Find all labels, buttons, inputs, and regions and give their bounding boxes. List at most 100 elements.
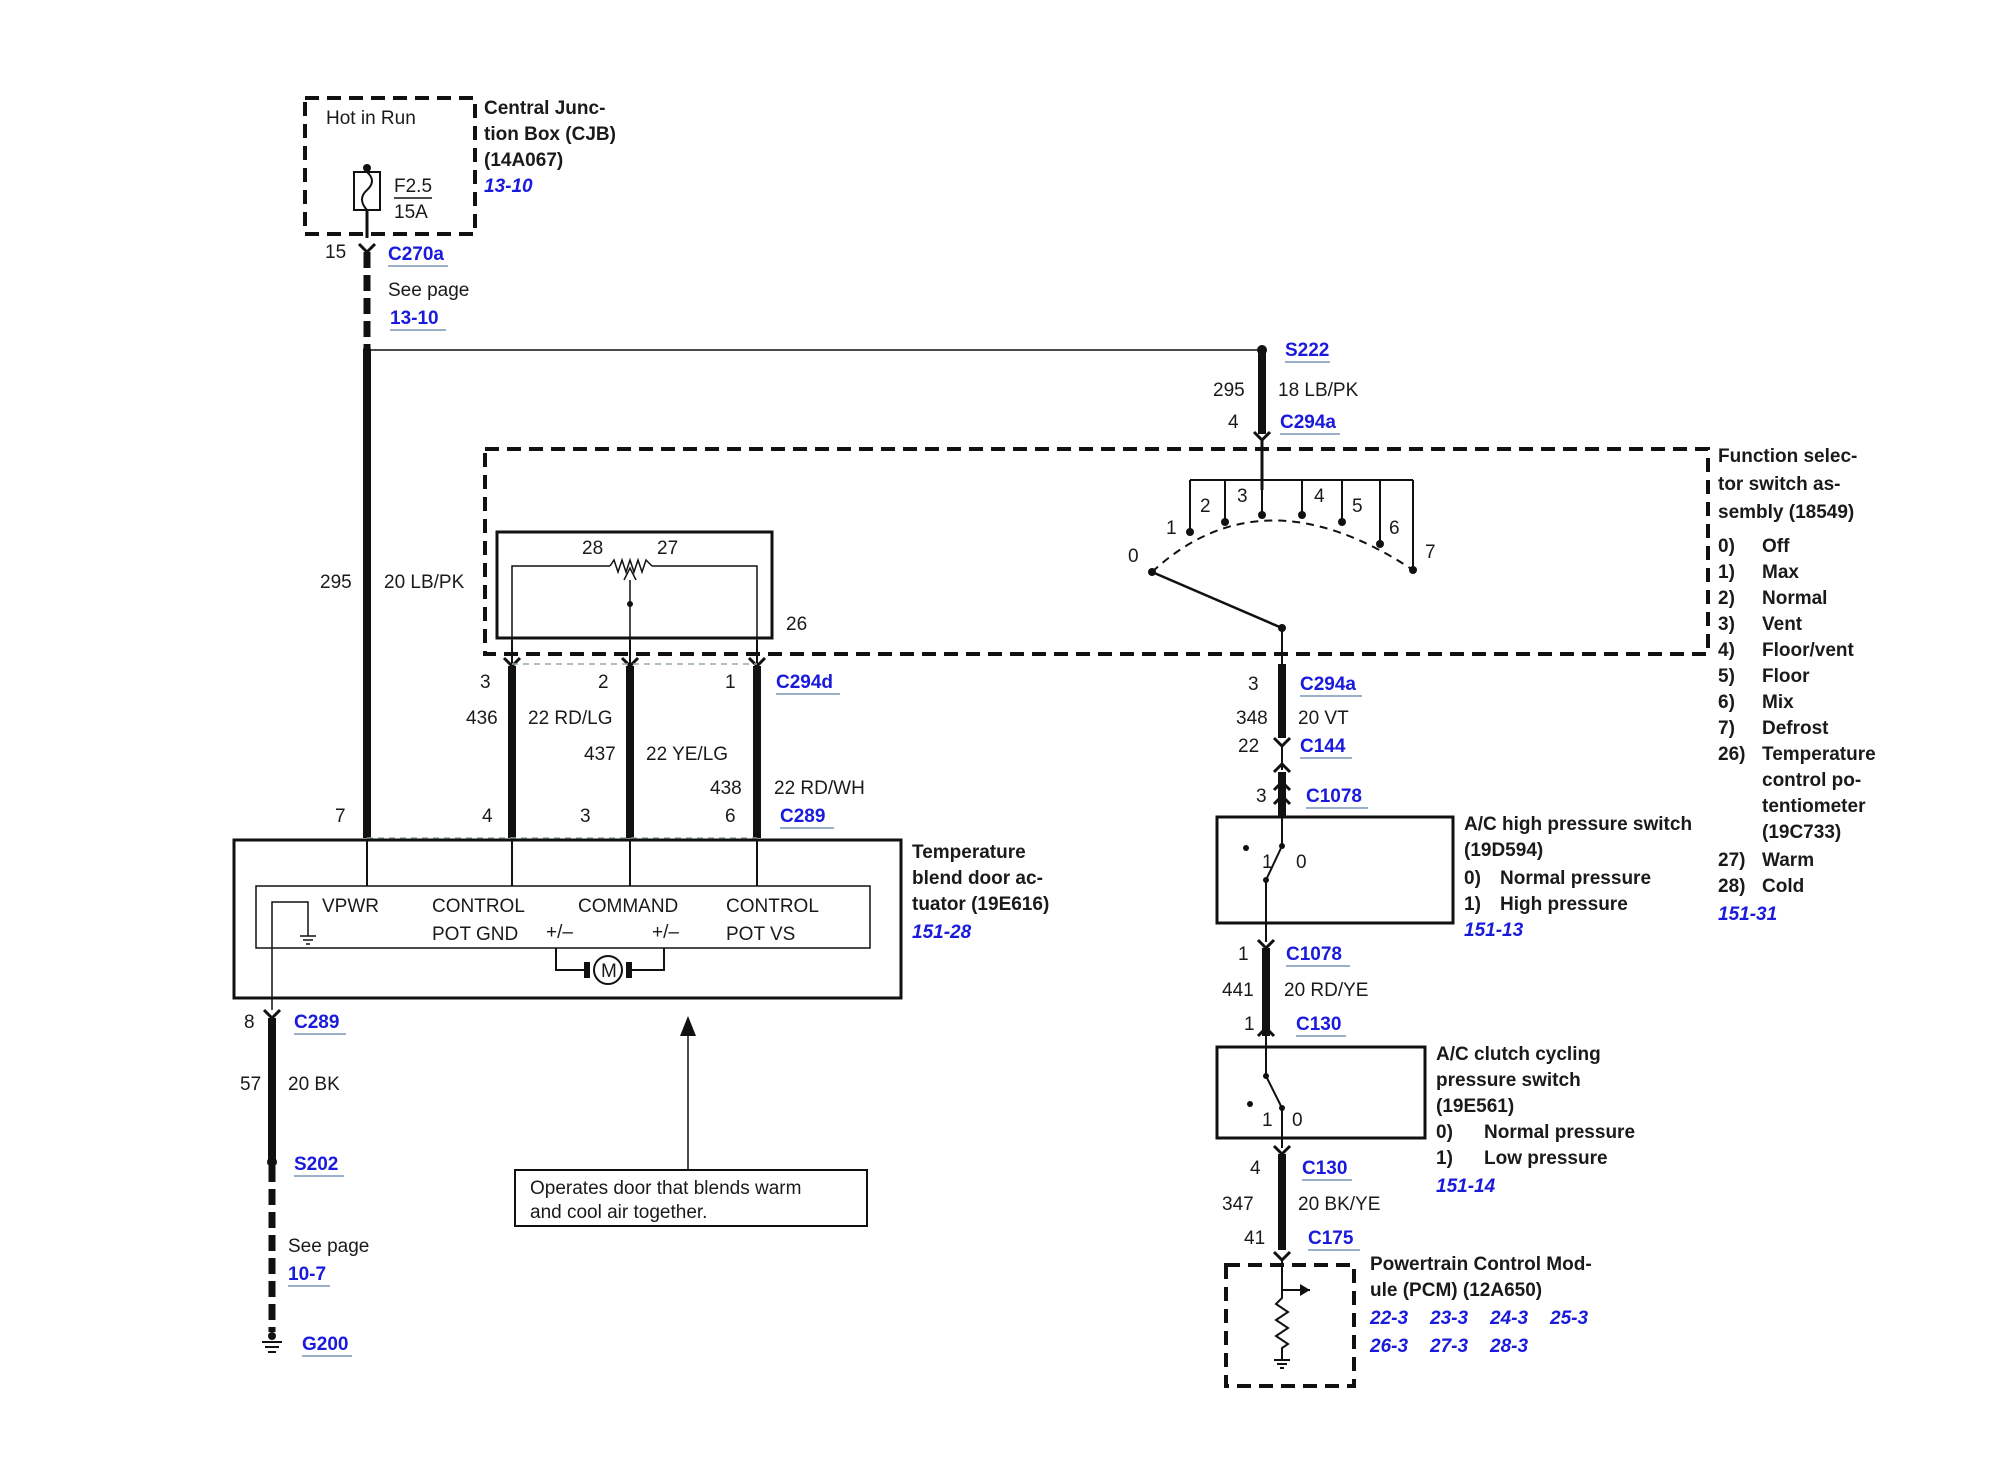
terminal-pot-gnd: POT GND xyxy=(432,924,518,945)
connector-c294d[interactable]: C294d xyxy=(776,672,833,693)
wire-295-circuit: 295 xyxy=(320,572,352,593)
pcm-ref-26-3[interactable]: 26-3 xyxy=(1369,1336,1408,1357)
legend-num: 4) xyxy=(1718,640,1735,661)
hp-state-text-1: High pressure xyxy=(1500,894,1628,915)
hp-state-num-0: 0) xyxy=(1464,868,1481,889)
connector-c294a-top[interactable]: C294a xyxy=(1280,412,1336,433)
pos-3: 3 xyxy=(1237,486,1248,507)
wire-441-circuit: 441 xyxy=(1222,980,1254,1001)
hp-title-1: A/C high pressure switch xyxy=(1464,814,1692,835)
ground-see-page-label: See page xyxy=(288,1236,369,1257)
wire-295-gauge: 20 LB/PK xyxy=(384,572,465,593)
cjb-title-1: Central Junc- xyxy=(484,98,605,119)
clutch-state-num-0: 0) xyxy=(1436,1122,1453,1143)
function-selector-switch: 0 1 2 3 4 5 6 7 28 27 26 Function selec-… xyxy=(483,446,1857,664)
connector-c144[interactable]: C144 xyxy=(1300,736,1346,757)
note-line-1: Operates door that blends warm xyxy=(530,1178,801,1199)
pin-top-3: 3 xyxy=(480,672,491,693)
connector-c270a[interactable]: C270a xyxy=(388,244,444,265)
hp-contact-1: 1 xyxy=(1262,852,1273,873)
pcm-ground-icon xyxy=(1274,1359,1290,1369)
wire-347-circuit: 347 xyxy=(1222,1194,1254,1215)
legend-num: 1) xyxy=(1718,562,1735,583)
connector-c294a-bottom[interactable]: C294a xyxy=(1300,674,1356,695)
pcm-ref-28-3[interactable]: 28-3 xyxy=(1489,1336,1528,1357)
pcm-ref-27-3[interactable]: 27-3 xyxy=(1429,1336,1468,1357)
hp-state-text-0: Normal pressure xyxy=(1500,868,1651,889)
splice-s222: S222 295 18 LB/PK 4 C294a xyxy=(1213,340,1359,490)
connector-c130-top[interactable]: C130 xyxy=(1296,1014,1341,1035)
clutch-contact-0: 0 xyxy=(1292,1110,1303,1131)
pcm-ref-23-3[interactable]: 23-3 xyxy=(1429,1308,1468,1329)
central-junction-box: Hot in Run F2.5 15A Central Junc- tion B… xyxy=(303,96,616,236)
ground-wire-57: 8 C289 57 20 BK S202 See page 10-7 G200 xyxy=(240,1008,369,1357)
see-page-label: See page xyxy=(388,280,469,301)
right-chain: 3 C294a 348 20 VT 22 C144 3 C1078 1 C107… xyxy=(1222,664,1380,1270)
actuator-title-1: Temperature xyxy=(912,842,1026,863)
wire-438-gauge: 22 RD/WH xyxy=(774,778,865,799)
connector-c289-top[interactable]: C289 xyxy=(780,806,825,827)
blend-door-actuator: VPWR CONTROL COMMAND CONTROL POT GND POT… xyxy=(232,838,1049,1010)
hp-page-ref[interactable]: 151-13 xyxy=(1464,920,1524,941)
ac-clutch-cycling-switch: 1 0 A/C clutch cycling pressure switch (… xyxy=(1215,1044,1635,1197)
function-switch-title-2: tor switch as- xyxy=(1718,474,1840,495)
function-switch-page-ref[interactable]: 151-31 xyxy=(1718,904,1777,925)
clutch-state-text-0: Normal pressure xyxy=(1484,1122,1635,1143)
actuator-note: Operates door that blends warm and cool … xyxy=(514,1016,868,1227)
pcm-ref-22-3[interactable]: 22-3 xyxy=(1369,1308,1408,1329)
ac-high-pressure-switch: 1 0 A/C high pressure switch (19D594) 0)… xyxy=(1215,814,1692,941)
legend-text: Max xyxy=(1762,562,1799,583)
pos-0: 0 xyxy=(1128,546,1139,567)
legend-text: Normal xyxy=(1762,588,1827,609)
terminal-pot-vs: POT VS xyxy=(726,924,795,945)
pcm-ref-25-3[interactable]: 25-3 xyxy=(1549,1308,1588,1329)
splice-s202[interactable]: S202 xyxy=(294,1154,338,1175)
function-switch-title-1: Function selec- xyxy=(1718,446,1857,467)
pcm-ref-24-3[interactable]: 24-3 xyxy=(1489,1308,1528,1329)
wire-436-gauge: 22 RD/LG xyxy=(528,708,612,729)
resistor-icon xyxy=(609,557,653,575)
pcm-title-1: Powertrain Control Mod- xyxy=(1370,1254,1592,1275)
hp-state-num-1: 1) xyxy=(1464,894,1481,915)
wire-348-circuit: 348 xyxy=(1236,708,1268,729)
fuse-rating: 15A xyxy=(394,202,428,223)
rc-c1078-top-pin: 3 xyxy=(1256,786,1267,807)
see-page-ref-10-7[interactable]: 10-7 xyxy=(288,1264,326,1285)
resistor-icon xyxy=(1274,1290,1290,1360)
legend-text: Warm xyxy=(1762,850,1814,871)
connector-c130-bottom[interactable]: C130 xyxy=(1302,1158,1347,1179)
supply-wire-295: 15 C270a See page 13-10 295 20 LB/PK xyxy=(320,210,1262,838)
pot-component-num: 26 xyxy=(786,614,807,635)
clutch-title-1: A/C clutch cycling xyxy=(1436,1044,1601,1065)
func-feed-pin: 4 xyxy=(1228,412,1239,433)
splice-s222-label[interactable]: S222 xyxy=(1285,340,1329,361)
arrow-up-icon xyxy=(680,1016,696,1036)
pos-4: 4 xyxy=(1314,486,1325,507)
pot-wires: 3 2 1 C294d 436 22 RD/LG 437 22 YE/LG 43… xyxy=(335,640,865,839)
wire-437-circuit: 437 xyxy=(584,744,616,765)
wire-441-gauge: 20 RD/YE xyxy=(1284,980,1368,1001)
connector-c1078-top[interactable]: C1078 xyxy=(1306,786,1362,807)
terminal-command: COMMAND xyxy=(578,896,678,917)
clutch-contact-1: 1 xyxy=(1262,1110,1273,1131)
connector-c175[interactable]: C175 xyxy=(1308,1228,1354,1249)
wire-57-gauge: 20 BK xyxy=(288,1074,340,1095)
pin-bot-6: 6 xyxy=(725,806,736,827)
wire-348-gauge: 20 VT xyxy=(1298,708,1349,729)
see-page-ref-13-10[interactable]: 13-10 xyxy=(390,308,439,329)
function-switch-boundary xyxy=(483,447,1710,656)
legend-text: tentiometer xyxy=(1762,796,1866,817)
switch-blade-icon xyxy=(1265,845,1283,881)
rc-c175-pin: 41 xyxy=(1244,1228,1265,1249)
connector-c1078-bottom[interactable]: C1078 xyxy=(1286,944,1342,965)
legend-text: Vent xyxy=(1762,614,1803,635)
cjb-page-ref[interactable]: 13-10 xyxy=(484,176,533,197)
function-switch-legend: 0) Off 1) Max 2) Normal 3) Vent 4) Floor… xyxy=(1718,536,1876,925)
terminal-vpwr: VPWR xyxy=(322,896,379,917)
clutch-page-ref[interactable]: 151-14 xyxy=(1436,1176,1496,1197)
ground-symbol-icon xyxy=(300,935,316,945)
legend-num: 6) xyxy=(1718,692,1735,713)
actuator-page-ref[interactable]: 151-28 xyxy=(912,922,972,943)
connector-c289-bottom[interactable]: C289 xyxy=(294,1012,339,1033)
ground-g200[interactable]: G200 xyxy=(302,1334,348,1355)
